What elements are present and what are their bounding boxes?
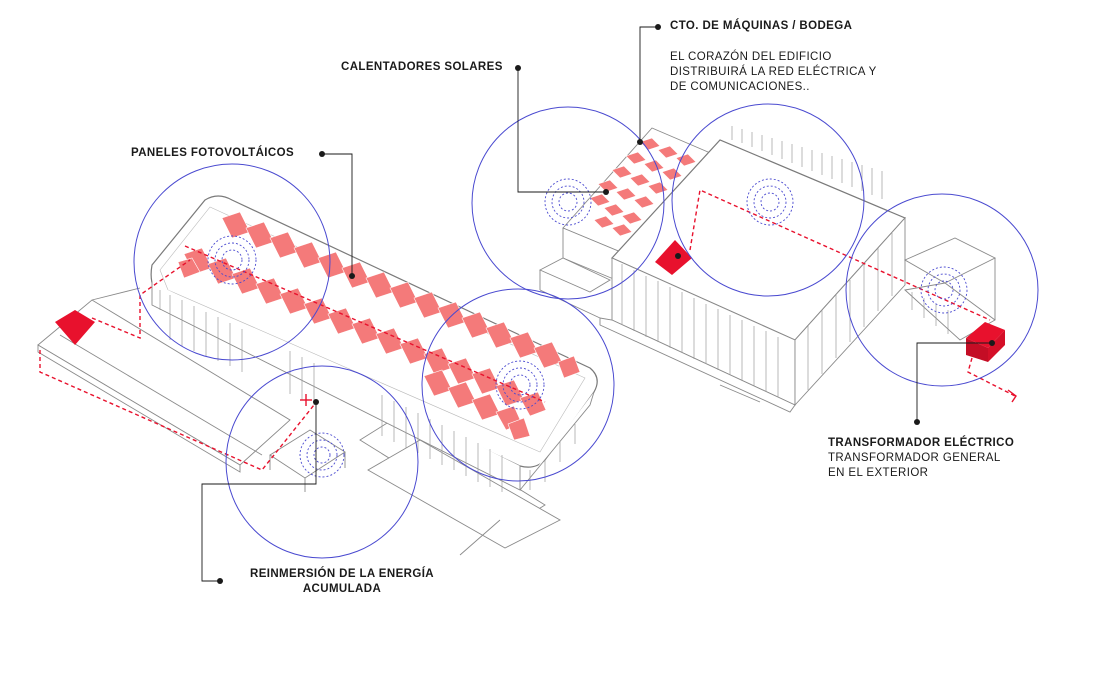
leader-paneles bbox=[320, 153, 353, 276]
right-building bbox=[538, 127, 997, 413]
pv-panels bbox=[177, 211, 581, 441]
machine-room-box bbox=[655, 240, 692, 275]
influence-circles bbox=[133, 103, 1039, 559]
leader-transformador bbox=[916, 342, 992, 420]
right-electric-circuit bbox=[689, 188, 1016, 397]
label-cto-desc-3: DE COMUNICACIONES.. bbox=[670, 81, 810, 93]
left-building bbox=[37, 195, 598, 556]
leader-reinmersion bbox=[201, 402, 317, 582]
arrow-tip bbox=[1007, 389, 1017, 403]
cross-marker bbox=[300, 394, 312, 406]
leader-calentadores bbox=[517, 68, 606, 193]
left-battery-box bbox=[55, 310, 95, 345]
label-reinmersion-1: REINMERSIÓN DE LA ENERGÍA bbox=[249, 568, 434, 580]
label-calentadores: CALENTADORES SOLARES bbox=[341, 61, 503, 73]
leader-lines bbox=[201, 26, 992, 582]
leader-dots bbox=[217, 24, 995, 584]
label-paneles: PANELES FOTOVOLTÁICOS bbox=[131, 147, 295, 159]
leader-cto bbox=[639, 26, 658, 142]
label-transformador-desc-2: EN EL EXTERIOR bbox=[828, 467, 929, 479]
label-transformador-desc-1: TRANSFORMADOR GENERAL bbox=[828, 452, 1001, 464]
ripple-rings bbox=[207, 178, 968, 478]
left-electric-circuit bbox=[39, 245, 546, 471]
label-cto-title: CTO. DE MÁQUINAS / BODEGA bbox=[670, 20, 853, 32]
transformer-box bbox=[966, 322, 1005, 362]
label-transformador-title: TRANSFORMADOR ELÉCTRICO bbox=[828, 437, 1015, 449]
label-cto-desc-1: EL CORAZÓN DEL EDIFICIO bbox=[670, 51, 832, 63]
label-cto-desc-2: DISTRIBUIRÁ LA RED ELÉCTRICA Y bbox=[670, 66, 877, 78]
label-reinmersion-2: ACUMULADA bbox=[302, 583, 382, 595]
